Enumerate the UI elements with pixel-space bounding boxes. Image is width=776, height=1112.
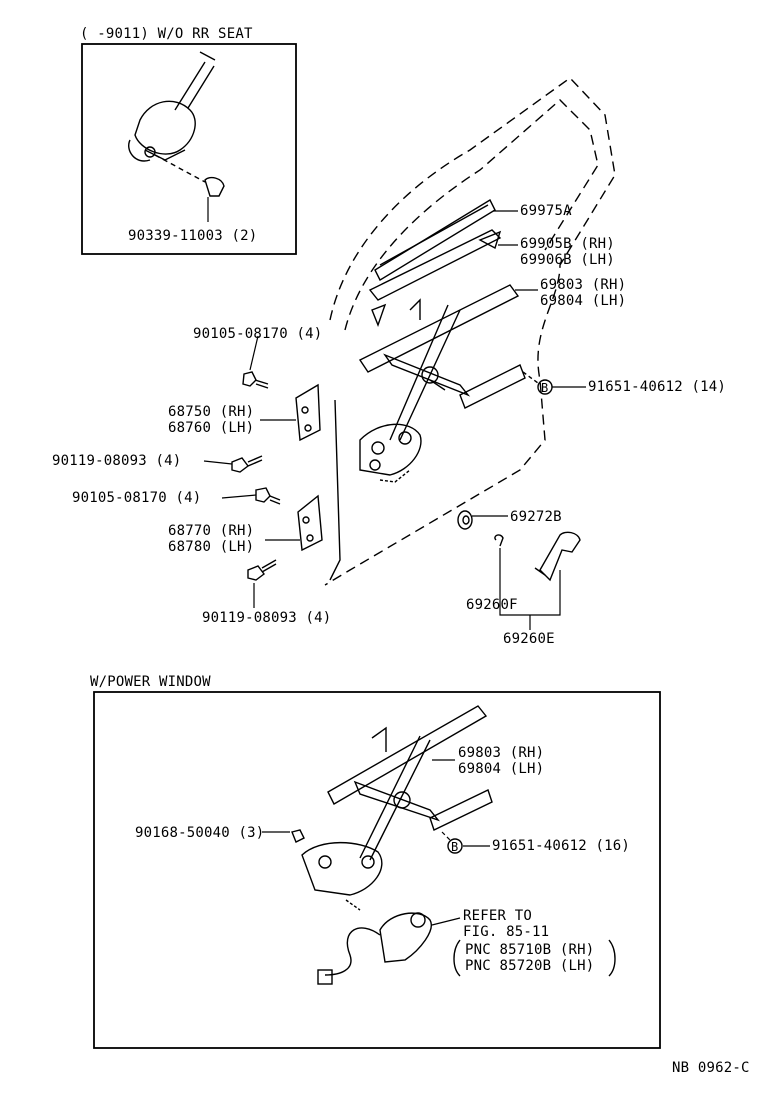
clip-69260F — [494, 534, 504, 547]
inset-regulator-sketch — [128, 51, 225, 197]
pw-part-69803: 69803 (RH) — [458, 745, 545, 761]
pw-part-69804: 69804 (LH) — [458, 761, 545, 777]
channel-69905B — [368, 229, 502, 327]
part-69272B: 69272B — [510, 509, 562, 525]
pw-part-90168-50040: 90168-50040 (3) — [135, 825, 265, 841]
hinge-68750 — [295, 383, 321, 442]
inset-box-wo-rr-seat — [81, 43, 297, 255]
handle-69260E — [534, 531, 581, 582]
pw-part-91651-40612: 91651-40612 (16) — [492, 838, 631, 854]
part-69260F: 69260F — [466, 597, 518, 613]
part-90105-08170-lower: 90105-08170 (4) — [72, 490, 202, 506]
bolt-90119-upper — [231, 455, 263, 473]
leader-lines — [203, 197, 586, 630]
refer-line-2: FIG. 85-11 — [463, 924, 550, 940]
washer-69272B — [457, 510, 473, 530]
part-68770: 68770 (RH) — [168, 523, 255, 539]
marker-b-main: B — [541, 381, 549, 395]
inset-title: ( -9011) W/O RR SEAT — [80, 26, 253, 42]
pw-motor — [317, 912, 432, 985]
refer-pnc-lh: PNC 85720B (LH) — [465, 958, 595, 974]
part-69804: 69804 (LH) — [540, 293, 627, 309]
part-90119-08093-lower: 90119-08093 (4) — [202, 610, 332, 626]
part-69906B: 69906B (LH) — [520, 252, 615, 268]
bolt-90119-lower — [247, 559, 277, 581]
refer-pnc-rh: PNC 85710B (RH) — [465, 942, 595, 958]
part-68780: 68780 (LH) — [168, 539, 255, 555]
part-69260E: 69260E — [503, 631, 555, 647]
part-90119-08093-upper: 90119-08093 (4) — [52, 453, 182, 469]
marker-b-pw: B — [451, 840, 459, 854]
part-68760: 68760 (LH) — [168, 420, 255, 436]
bolt-90105-upper — [242, 371, 269, 389]
bolt-90105-lower — [255, 487, 281, 505]
part-90339-11003: 90339-11003 (2) — [128, 228, 258, 244]
door-outline — [324, 77, 616, 586]
refer-line-1: REFER TO — [463, 908, 533, 924]
part-91651-40612-main: 91651-40612 (14) — [588, 379, 727, 395]
part-90105-08170-upper: 90105-08170 (4) — [193, 326, 323, 342]
run-channel-69975A — [374, 199, 496, 281]
power-window-box — [93, 691, 661, 1049]
pw-regulator — [291, 705, 493, 911]
pw-leader-lines — [262, 759, 490, 926]
part-68750: 68750 (RH) — [168, 404, 255, 420]
hinge-68770 — [297, 494, 323, 552]
part-69803: 69803 (RH) — [540, 277, 627, 293]
part-69975A: 69975A — [520, 203, 572, 219]
power-window-title: W/POWER WINDOW — [90, 674, 211, 690]
diagram-code: NB 0962-C — [672, 1060, 750, 1076]
window-regulator — [358, 284, 539, 483]
part-69905B: 69905B (RH) — [520, 236, 615, 252]
